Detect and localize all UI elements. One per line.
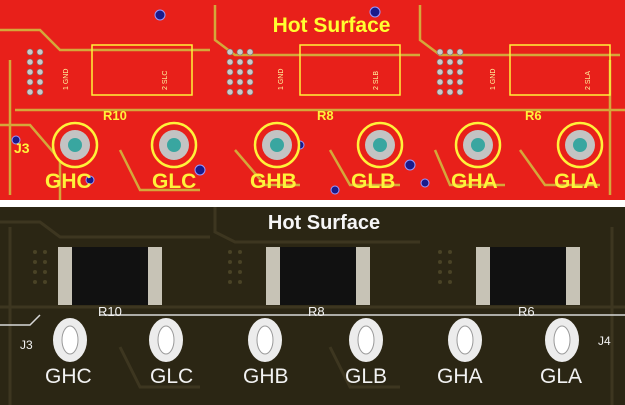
gate-label-glc-photo: GLC [150, 365, 194, 388]
gate-pad-glb [356, 121, 404, 169]
resistor-label-r10-cad: R10 [103, 108, 127, 123]
silk-text-4: 1 GND [490, 69, 497, 90]
gate-pin-ghc [53, 318, 87, 362]
silk-text-5: 2 SLA [585, 71, 592, 90]
resistor-body-r6 [476, 247, 580, 305]
resistor-outline-group [91, 44, 611, 96]
resistor-bodies [58, 247, 580, 305]
connector-label-j3-photo: J3 [20, 338, 33, 352]
gate-label-glb-cad: GLB [351, 170, 396, 193]
silk-text-2: 1 GND [278, 69, 285, 90]
photo-traces [0, 207, 625, 405]
resistor-label-r8-photo: R8 [308, 304, 325, 319]
gate-pin-glb [349, 318, 383, 362]
photo-dots [33, 250, 452, 284]
pad-grid [26, 48, 464, 96]
gate-label-gla-photo: GLA [540, 365, 583, 388]
gate-pad-gla [556, 121, 604, 169]
pcb-photo-render: Hot Surface J3 J4 R10 R8 R6 GHC GLC GHB … [0, 207, 625, 405]
gate-pad-glc [150, 121, 198, 169]
resistor-label-r10-photo: R10 [98, 304, 122, 319]
gate-pad-ghb [253, 121, 301, 169]
gate-label-ghc-cad: GHC [45, 170, 92, 193]
gate-pad-ghc [51, 121, 99, 169]
gate-label-ghb-photo: GHB [243, 365, 289, 388]
silk-text-1: 2 SLC [162, 71, 169, 90]
silk-text-3: 2 SLB [373, 71, 380, 90]
resistor-body-r8 [266, 247, 370, 305]
gate-pin-ghb [248, 318, 282, 362]
gate-label-ghc-photo: GHC [45, 365, 92, 388]
pcb-photo-artwork [0, 207, 625, 405]
gate-pin-glc [149, 318, 183, 362]
silk-small-texts: 1 GND 2 SLC 1 GND 2 SLB 1 GND 2 SLA [63, 69, 592, 90]
gate-pad-gha [454, 121, 502, 169]
pcb-layout-render: 1 GND 2 SLC 1 GND 2 SLB 1 GND 2 SLA Hot … [0, 0, 625, 200]
connector-label-j4-photo: J4 [598, 334, 611, 348]
gate-label-glc-cad: GLC [152, 170, 197, 193]
hot-surface-title-photo: Hot Surface [267, 212, 381, 234]
hot-surface-title-cad: Hot Surface [272, 14, 391, 37]
silk-text-0: 1 GND [63, 69, 70, 90]
connector-label-j3-cad: J3 [14, 140, 30, 156]
gate-label-gha-photo: GHA [437, 365, 483, 388]
resistor-label-r6-cad: R6 [525, 108, 542, 123]
gate-label-glb-photo: GLB [345, 365, 388, 388]
gate-label-ghb-cad: GHB [250, 170, 297, 193]
pcb-artwork: 1 GND 2 SLC 1 GND 2 SLB 1 GND 2 SLA [0, 5, 625, 200]
photo-silk-lines [0, 314, 625, 326]
resistor-label-r8-cad: R8 [317, 108, 334, 123]
gate-pin-gha [448, 318, 482, 362]
resistor-body-r10 [58, 247, 162, 305]
gate-pin-gla [545, 318, 579, 362]
resistor-label-r6-photo: R6 [518, 304, 535, 319]
gate-pads [51, 121, 604, 169]
panel-divider [0, 200, 625, 207]
gate-label-gha-cad: GHA [451, 170, 498, 193]
gate-pins [53, 318, 579, 362]
gate-label-gla-cad: GLA [554, 170, 599, 193]
